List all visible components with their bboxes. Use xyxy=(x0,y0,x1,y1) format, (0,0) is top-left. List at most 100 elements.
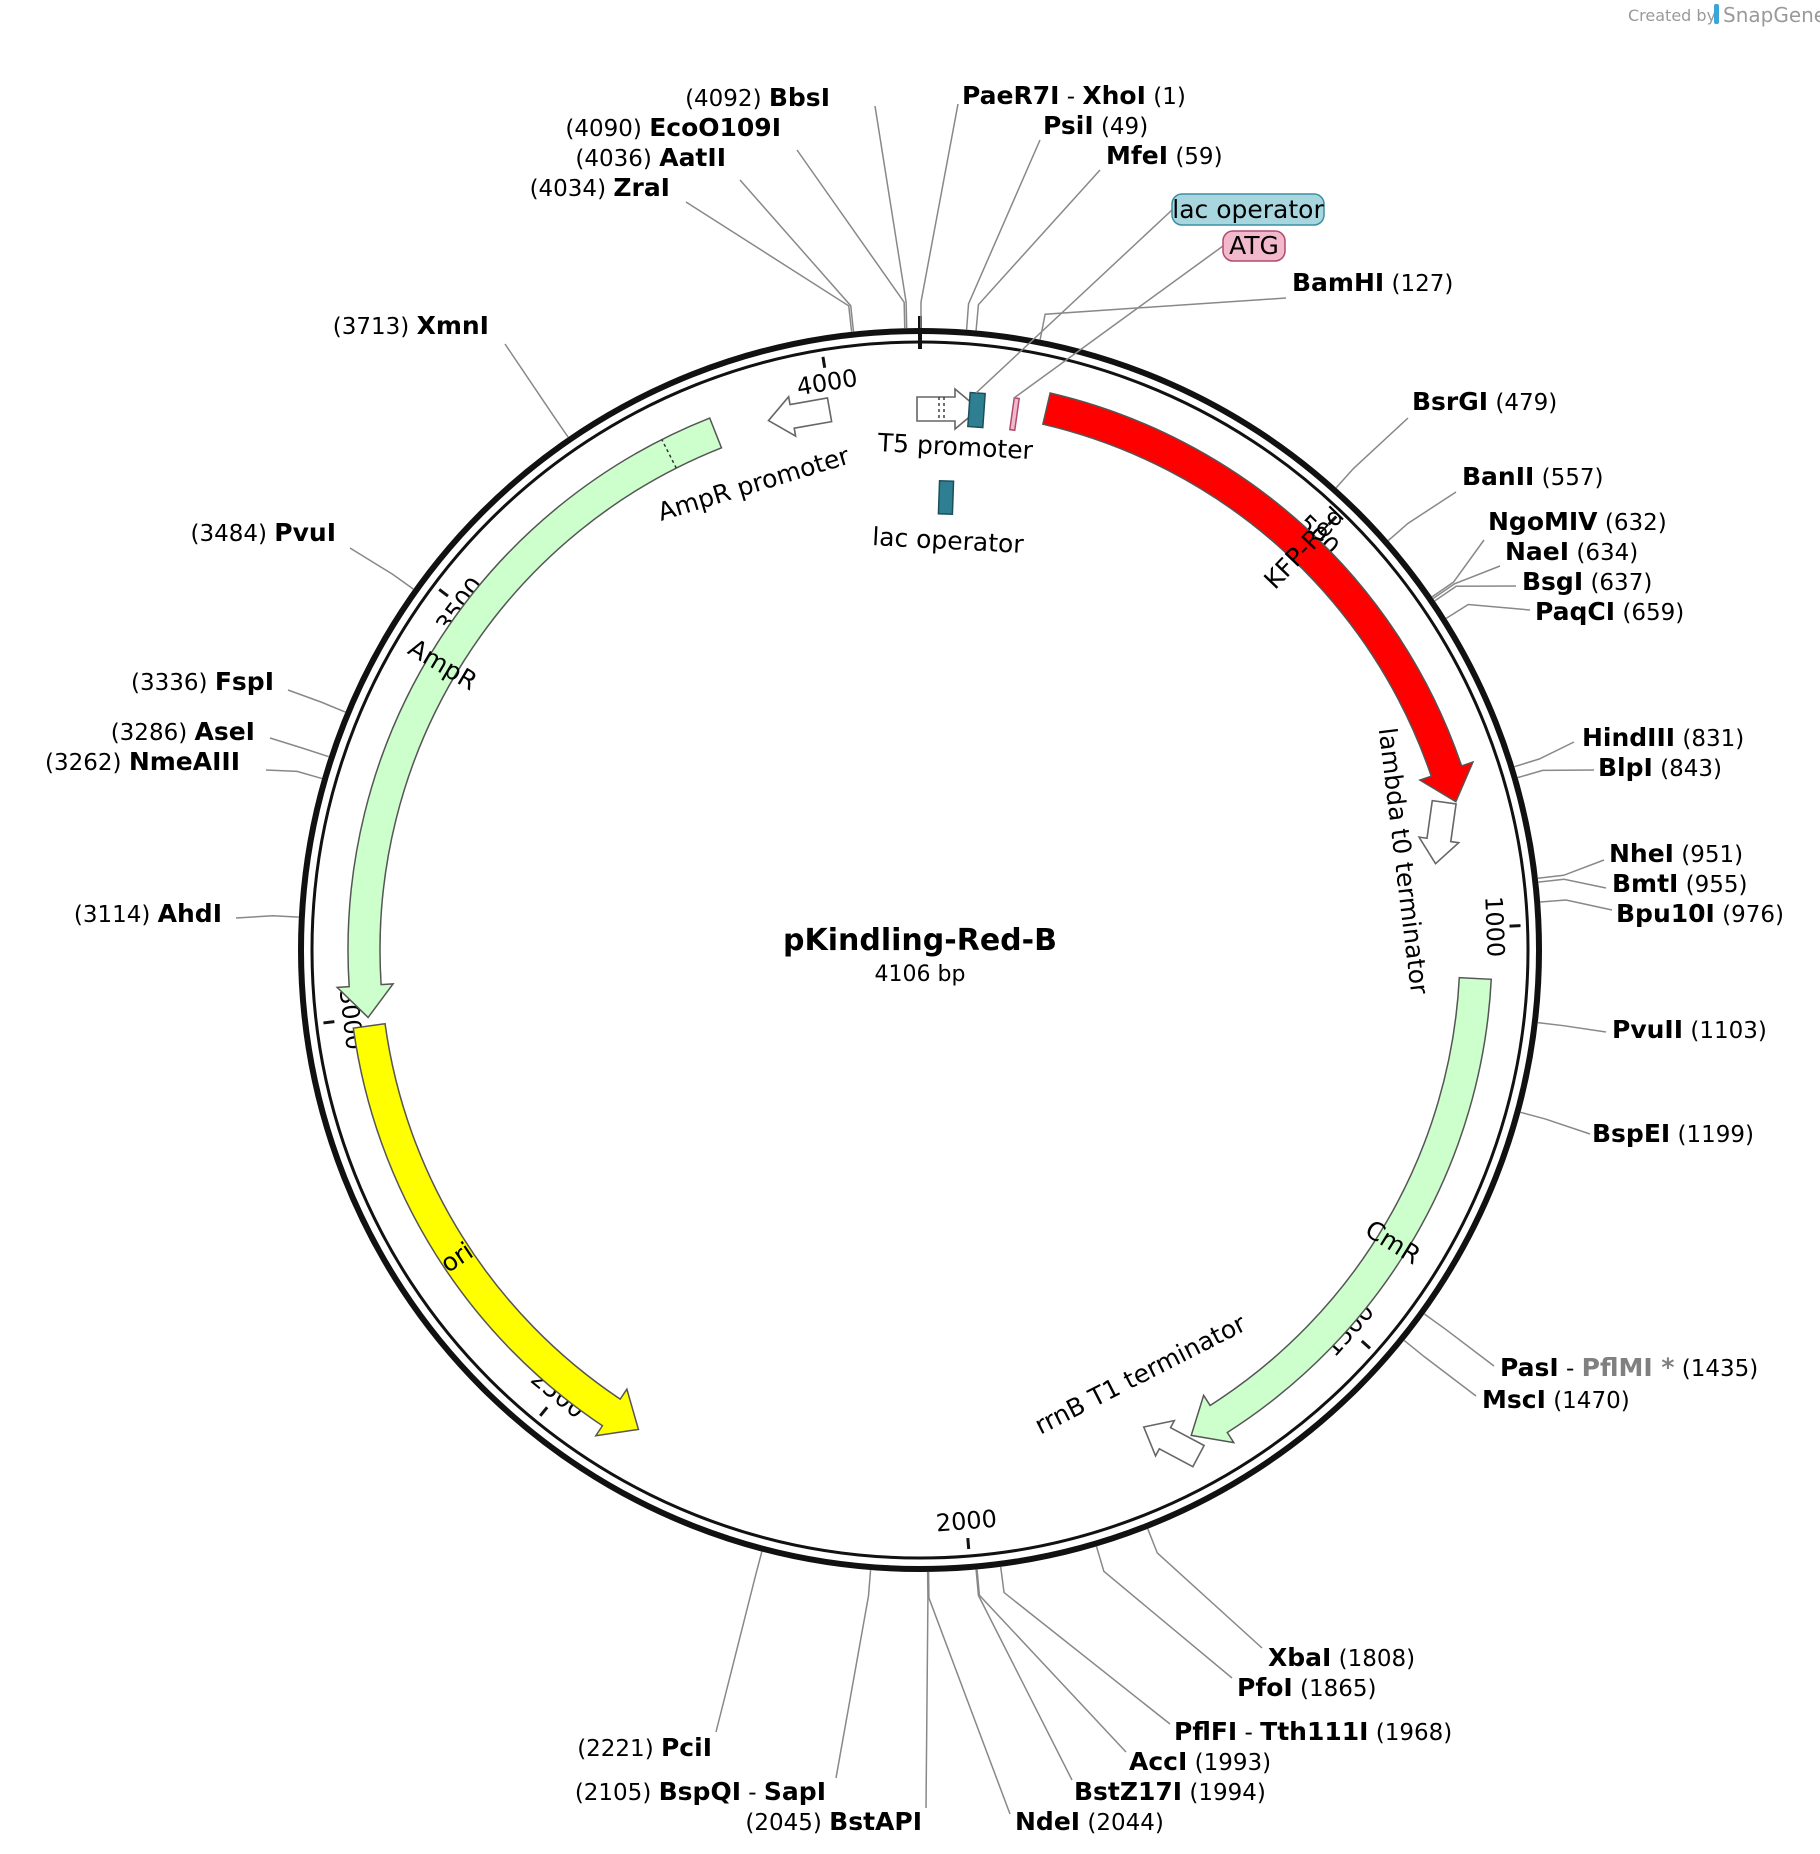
tick-4000 xyxy=(821,356,827,368)
small-arrow-shape[interactable] xyxy=(1134,1409,1208,1473)
enzyme-label-ecoo109i[interactable]: (4090) EcoO109I xyxy=(565,113,781,142)
enzyme-label-bspei[interactable]: BspEI (1199) xyxy=(1592,1119,1754,1148)
enzyme-position: (955) xyxy=(1678,872,1747,898)
small-arrow-3[interactable] xyxy=(1134,1409,1208,1473)
enzyme-label-bmti[interactable]: BmtI (955) xyxy=(1612,869,1748,898)
feature-cmr-arrow[interactable] xyxy=(1190,976,1493,1444)
enzyme-label-pasi[interactable]: PasI - PflMI * (1435) xyxy=(1500,1353,1758,1382)
enzyme-label-aatii[interactable]: (4036) AatII xyxy=(575,143,726,172)
enzyme-separator: - xyxy=(1559,1356,1582,1382)
enzyme-label-nmeaiii[interactable]: (3262) NmeAIII xyxy=(45,747,240,776)
enzyme-label-asei[interactable]: (3286) AseI xyxy=(111,717,255,746)
enzyme-name: AccI xyxy=(1129,1747,1187,1776)
enzyme-leader-lines xyxy=(235,103,1613,1815)
enzyme-label-bsgi[interactable]: BsgI (637) xyxy=(1522,567,1652,596)
tick-label: 1000 xyxy=(1479,896,1509,958)
enzyme-position: (4092) xyxy=(685,86,769,112)
enzyme-label-bspqi[interactable]: (2105) BspQI - SapI xyxy=(575,1777,826,1806)
enzyme-label-bstz17i[interactable]: BstZ17I (1994) xyxy=(1074,1777,1266,1806)
enzyme-position: (3713) xyxy=(333,314,417,340)
small-arrow-shape[interactable] xyxy=(916,387,981,431)
enzyme-position: (4034) xyxy=(530,176,614,202)
enzyme-label-paqci[interactable]: PaqCI (659) xyxy=(1535,597,1684,626)
tick-2500 xyxy=(539,1406,549,1417)
lac-operator-callout-line xyxy=(975,209,1173,394)
enzyme-leader-line xyxy=(796,149,906,329)
enzyme-label-bpu10i[interactable]: Bpu10I (976) xyxy=(1616,899,1784,928)
enzyme-label-xmni[interactable]: (3713) XmnI xyxy=(333,311,489,340)
small-arrow-shape[interactable] xyxy=(1416,799,1464,867)
enzyme-position: (127) xyxy=(1384,271,1453,297)
enzyme-label-bbsi[interactable]: (4092) BbsI xyxy=(685,83,830,112)
enzyme-name: AatII xyxy=(659,143,726,172)
enzyme-position: (637) xyxy=(1583,570,1652,596)
small-arrow-shape[interactable] xyxy=(765,390,833,440)
enzyme-label-xbai[interactable]: XbaI (1808) xyxy=(1268,1643,1415,1672)
enzyme-label-pfoi[interactable]: PfoI (1865) xyxy=(1237,1673,1376,1702)
atg-callout[interactable] xyxy=(1222,230,1286,262)
enzyme-label-nhei[interactable]: NheI (951) xyxy=(1609,839,1743,868)
enzyme-label-mfei[interactable]: MfeI (59) xyxy=(1106,141,1223,170)
enzyme-position: (831) xyxy=(1675,726,1744,752)
lac-operator-inner-label: lac operator xyxy=(872,522,1026,559)
enzyme-label-pflfi[interactable]: PflFI - Tth111I (1968) xyxy=(1174,1717,1452,1746)
enzyme-label-blpi[interactable]: BlpI (843) xyxy=(1598,753,1722,782)
enzyme-position: (1865) xyxy=(1293,1676,1377,1702)
enzyme-label-paer7i[interactable]: PaeR7I - XhoI (1) xyxy=(962,81,1186,110)
enzyme-label-pcii[interactable]: (2221) PciI xyxy=(577,1733,712,1762)
enzyme-leader-line xyxy=(976,1569,1127,1753)
enzyme-name: BspQI xyxy=(659,1777,741,1806)
enzyme-name: EcoO109I xyxy=(649,113,781,142)
feature-ori-arrow[interactable] xyxy=(352,1022,640,1437)
enzyme-position: (1435) xyxy=(1674,1356,1758,1382)
enzyme-name: PflFI xyxy=(1174,1717,1237,1746)
enzyme-position: (4036) xyxy=(575,146,659,172)
enzyme-label-bstapi[interactable]: (2045) BstAPI xyxy=(745,1807,922,1836)
lac-operator-box-inner[interactable] xyxy=(937,479,955,516)
small-arrow-1[interactable] xyxy=(765,390,833,440)
enzyme-label-bsrgi[interactable]: BsrGI (479) xyxy=(1412,387,1557,416)
enzyme-label-zrai[interactable]: (4034) ZraI xyxy=(530,173,670,202)
enzyme-position: (2105) xyxy=(575,1780,659,1806)
tick-3000 xyxy=(323,1020,335,1025)
atg-box[interactable] xyxy=(1008,397,1021,432)
enzyme-label-pvuii[interactable]: PvuII (1103) xyxy=(1612,1015,1767,1044)
enzyme-label-hindiii[interactable]: HindIII (831) xyxy=(1582,723,1744,752)
brand-text: SnapGene xyxy=(1723,3,1820,27)
enzyme-label-ndei[interactable]: NdeI (2044) xyxy=(1015,1807,1164,1836)
enzyme-position: (2221) xyxy=(577,1736,661,1762)
enzyme-label-banii[interactable]: BanII (557) xyxy=(1462,462,1604,491)
snapgene-credit[interactable]: Created by SnapGene xyxy=(1628,3,1820,27)
enzyme-label-ahdi[interactable]: (3114) AhdI xyxy=(74,899,222,928)
enzyme-position: (634) xyxy=(1569,540,1638,566)
enzyme-name: MscI xyxy=(1482,1385,1546,1414)
enzyme-leader-line xyxy=(715,1551,763,1733)
lac-operator-callout[interactable] xyxy=(1171,193,1325,226)
enzyme-position: (1) xyxy=(1146,84,1186,110)
enzyme-position: (1199) xyxy=(1670,1122,1754,1148)
enzyme-label-naei[interactable]: NaeI (634) xyxy=(1505,537,1638,566)
feature-ampr-arrow[interactable] xyxy=(335,417,723,1019)
enzyme-leader-line xyxy=(1517,769,1595,779)
enzyme-label-acci[interactable]: AccI (1993) xyxy=(1129,1747,1271,1776)
small-arrow-2[interactable] xyxy=(1416,799,1464,867)
snapgene-logo-icon xyxy=(1714,4,1719,24)
enzyme-position: (659) xyxy=(1615,600,1684,626)
enzyme-name: PvuI xyxy=(274,518,336,547)
enzyme-label-fspi[interactable]: (3336) FspI xyxy=(131,667,274,696)
enzyme-label-pvui[interactable]: (3484) PvuI xyxy=(190,518,336,547)
enzyme-name: NmeAIII xyxy=(129,747,240,776)
enzyme-name-2: Tth111I xyxy=(1260,1717,1368,1746)
enzyme-name-2: XhoI xyxy=(1082,81,1146,110)
feature-kfp-red-arrow[interactable] xyxy=(1041,392,1475,803)
enzyme-label-bamhi[interactable]: BamHI (127) xyxy=(1292,268,1453,297)
small-arrow-0[interactable] xyxy=(916,387,981,431)
enzyme-separator: - xyxy=(1059,84,1082,110)
enzyme-label-msci[interactable]: MscI (1470) xyxy=(1482,1385,1630,1414)
lac-operator-box[interactable] xyxy=(967,391,986,429)
enzyme-label-ngomiv[interactable]: NgoMIV (632) xyxy=(1488,507,1667,536)
enzyme-leader-line xyxy=(999,1566,1171,1725)
enzyme-leader-line xyxy=(1147,1528,1263,1649)
enzyme-leader-line xyxy=(1537,859,1605,880)
enzyme-label-psii[interactable]: PsiI (49) xyxy=(1043,111,1148,140)
